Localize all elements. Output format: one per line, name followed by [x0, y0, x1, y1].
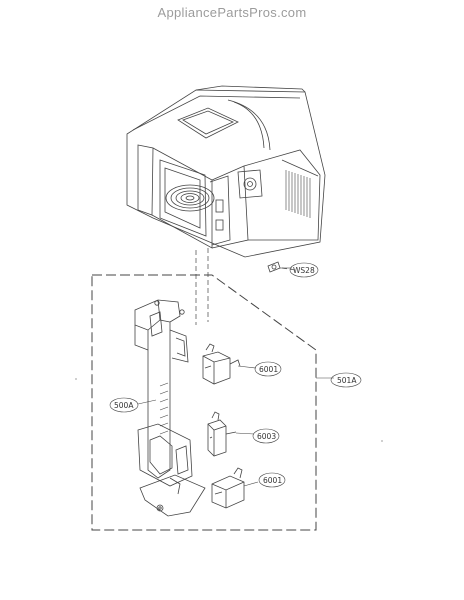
- callout-switch-top-label: 6001: [259, 365, 278, 374]
- latch-lever-part: [134, 299, 206, 517]
- watermark: AppliancePartsPros.com: [157, 5, 307, 20]
- callout-switch-bottom-label: 6001: [263, 476, 282, 485]
- projection-lines: [195, 248, 296, 325]
- callout-switch-middle: 6003: [252, 428, 280, 444]
- micro-switch-middle: [207, 411, 237, 457]
- micro-switch-bottom: [211, 467, 245, 509]
- callout-switch-top: 6001: [254, 361, 282, 377]
- callout-switch-bottom: 6001: [258, 472, 286, 488]
- micro-switch-top: [202, 343, 241, 385]
- callout-switch-middle-label: 6003: [257, 432, 276, 441]
- callout-lever: 500A: [109, 397, 157, 413]
- callout-assembly: 501A: [316, 372, 362, 388]
- leader-line-switch-bottom: [243, 481, 259, 487]
- stray-marks: [75, 378, 383, 442]
- leader-line-switch-middle: [235, 432, 255, 435]
- callout-screw-label: WS28: [293, 266, 315, 275]
- leader-line-switch-top: [237, 365, 257, 369]
- callout-assembly-label: 501A: [337, 376, 357, 385]
- assembly-boundary: [91, 274, 317, 531]
- microwave-cavity: [126, 85, 326, 273]
- callout-screw: WS28: [280, 262, 319, 278]
- callout-lever-label: 500A: [114, 401, 134, 410]
